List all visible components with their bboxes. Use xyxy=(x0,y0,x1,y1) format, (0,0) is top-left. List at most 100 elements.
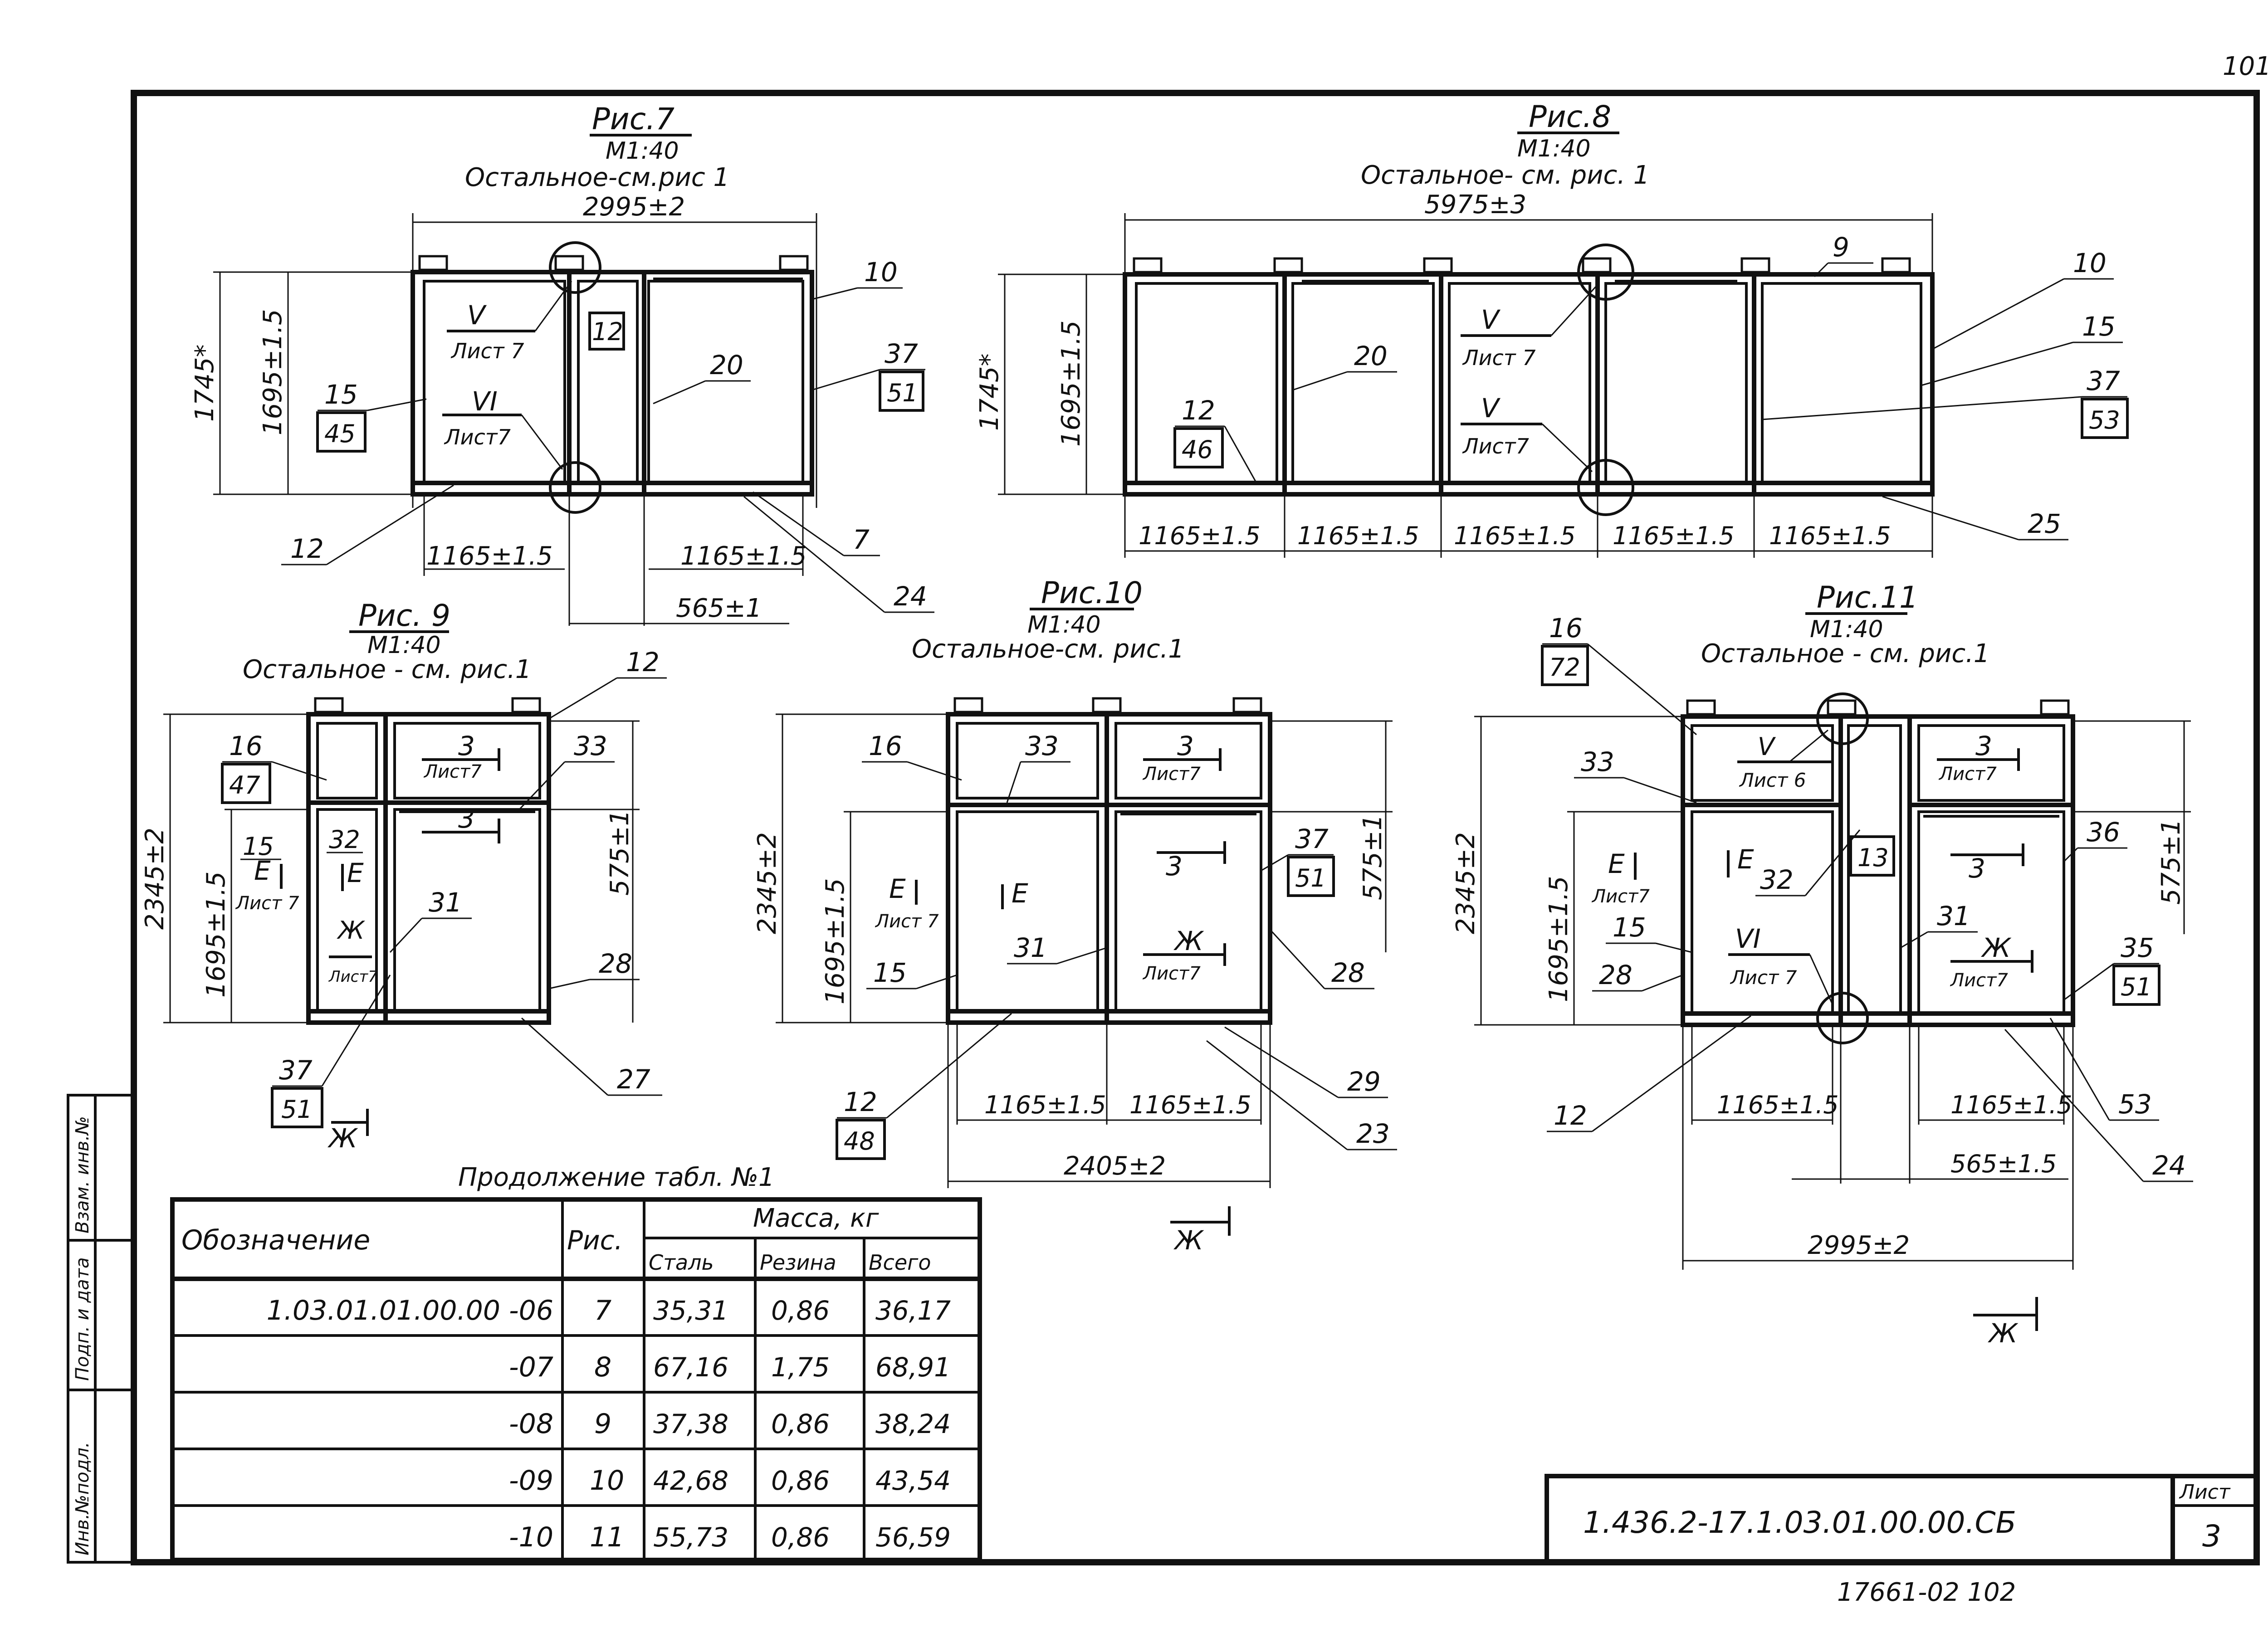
fig8-bay-5: 1165±1.5 xyxy=(1769,522,1891,550)
fig7-label-15: 15 xyxy=(324,379,358,410)
cell-rubber: 1,75 xyxy=(771,1352,830,1383)
fig7-note: Остальное-см.рис 1 xyxy=(465,163,729,192)
fig9-scale: М1:40 xyxy=(367,632,441,659)
fig9-label-28: 28 xyxy=(599,948,632,979)
title-block: 1.436.2-17.1.03.01.00.00.СБ Лист 3 17661… xyxy=(1545,1474,2259,1607)
fig11-label-32: 32 xyxy=(1760,864,1794,895)
fig10-label-28: 28 xyxy=(1331,957,1365,988)
figure-8: Рис.8 М1:40 Остальное- см. рис. 1 5975±3 xyxy=(975,99,2129,558)
fig8-bay-4: 1165±1.5 xyxy=(1613,522,1735,550)
fig11-label-35: 35 xyxy=(2121,932,2154,963)
th-steel: Сталь xyxy=(649,1250,714,1275)
table-row: -09 10 42,68 0,86 43,54 xyxy=(509,1465,951,1496)
fig11-label-53: 53 xyxy=(2118,1089,2152,1120)
fig11-label-33: 33 xyxy=(1581,746,1614,777)
cell-fig: 9 xyxy=(594,1408,611,1440)
fig9-label-15: 15 xyxy=(243,832,274,861)
fig10-dim-upper: 575±1 xyxy=(1358,814,1388,900)
archive-number: 17661-02 102 xyxy=(1837,1578,2016,1607)
fig10-label-23: 23 xyxy=(1356,1118,1390,1149)
table-caption: Продолжение табл. №1 xyxy=(458,1163,775,1192)
fig10-note: Остальное-см. рис.1 xyxy=(912,634,1184,664)
fig9-label-33: 33 xyxy=(574,731,607,761)
fig11-section-3b: 3 xyxy=(1969,853,1985,884)
cell-designation: 1.03.01.01.00.00 -06 xyxy=(267,1295,553,1326)
fig10-section-3a-ref: Лист7 xyxy=(1142,764,1201,785)
fig9-section-e1-num: Е xyxy=(254,855,271,886)
fig9-label-37: 37 xyxy=(279,1055,313,1086)
fig10-label-12: 12 xyxy=(844,1087,877,1117)
fig10-dim-width: 2405±2 xyxy=(1064,1151,1166,1181)
th-fig: Рис. xyxy=(567,1225,623,1256)
fig7-label-12a: 12 xyxy=(592,317,623,346)
drawing-frame xyxy=(131,90,2260,1565)
fig7-callout-upper-num: V xyxy=(467,300,487,331)
cell-designation: -09 xyxy=(509,1465,553,1496)
fig7-label-24: 24 xyxy=(894,581,927,612)
side-stamp: Инв.№подл. Подп. и дата Взам. инв.№ xyxy=(67,1094,135,1564)
fig9-title: Рис. 9 xyxy=(358,598,450,633)
fig7-dim-width: 2995±2 xyxy=(583,192,685,222)
cell-rubber: 0,86 xyxy=(771,1522,830,1553)
fig11-scale: М1:40 xyxy=(1810,616,1883,643)
stamp-inv-label: Инв.№подл. xyxy=(72,1442,93,1555)
fig9-label-32: 32 xyxy=(329,825,360,854)
fig7-callout-lower-num: VI xyxy=(472,386,498,417)
fig9-label-51: 51 xyxy=(281,1095,313,1124)
fig8-label-37: 37 xyxy=(2087,366,2120,396)
fig9-note: Остальное - см. рис.1 xyxy=(243,655,532,684)
cell-steel: 37,38 xyxy=(653,1409,728,1439)
fig11-callout-upper-ref: Лист 6 xyxy=(1739,769,1806,791)
cell-steel: 42,68 xyxy=(653,1465,728,1496)
fig11-section-3a-num: 3 xyxy=(1975,731,1992,761)
fig7-title: Рис.7 xyxy=(592,102,675,136)
fig11-section-e1-num: Е xyxy=(1608,848,1625,879)
fig11-note: Остальное - см. рис.1 xyxy=(1701,639,1990,668)
fig11-dim-width: 2995±2 xyxy=(1808,1231,1910,1260)
fig10-section-3a-num: 3 xyxy=(1177,731,1194,761)
fig11-label-12: 12 xyxy=(1554,1100,1587,1131)
fig8-dim-width: 5975±3 xyxy=(1424,190,1526,219)
fig11-section-3a-ref: Лист7 xyxy=(1938,764,1997,785)
fig9-section-3-ref: Лист7 xyxy=(423,761,482,782)
fig10-label-15: 15 xyxy=(873,957,907,988)
fig7-label-7: 7 xyxy=(853,524,870,555)
figure-9: Рис. 9 М1:40 Остальное - см. рис.1 2345±… xyxy=(140,598,667,1154)
fig9-section-e1-ref: Лист 7 xyxy=(235,893,299,914)
fig7-dim-height: 1695±1.5 xyxy=(258,309,288,436)
stamp-replace-label: Взам. инв.№ xyxy=(72,1116,93,1233)
fig8-title: Рис.8 xyxy=(1529,99,1611,134)
fig11-dim-gap: 565±1.5 xyxy=(1950,1150,2057,1178)
fig11-label-31: 31 xyxy=(1937,901,1970,931)
fig8-dim-height: 1695±1.5 xyxy=(1056,321,1086,447)
title-sheet-number: 3 xyxy=(2202,1519,2221,1554)
fig10-label-16: 16 xyxy=(869,731,902,761)
fig11-dim-upper: 575±1 xyxy=(2156,819,2186,905)
cell-steel: 35,31 xyxy=(653,1295,728,1326)
fig10-dim-height: 1695±1.5 xyxy=(821,878,850,1005)
fig8-label-46: 46 xyxy=(1182,435,1213,464)
cell-designation: -08 xyxy=(509,1408,553,1440)
fig7-label-10: 10 xyxy=(864,257,898,288)
fig9-section-zh-ref: Лист7 xyxy=(328,968,378,986)
fig11-label-28: 28 xyxy=(1599,960,1633,990)
fig9-section-3-num: 3 xyxy=(458,731,475,761)
fig11-callout-upper-num: V xyxy=(1758,732,1776,761)
figure-7: Рис.7 М1:40 Остальное-см.рис 1 2995±2 17… xyxy=(190,102,934,626)
fig7-dim-height-total: 1745* xyxy=(190,344,220,422)
cell-fig: 10 xyxy=(590,1465,624,1496)
fig8-dim-height-total: 1745* xyxy=(975,353,1004,431)
fig10-section-zh-ref: Лист7 xyxy=(1142,963,1201,984)
fig11-label-16: 16 xyxy=(1549,613,1583,643)
fig10-label-33: 33 xyxy=(1025,731,1059,761)
cell-designation: -10 xyxy=(509,1521,553,1553)
fig9-dim-height-total: 2345±2 xyxy=(140,828,170,930)
fig11-section-zh-num: Ж xyxy=(1981,932,2012,963)
fig8-label-12: 12 xyxy=(1182,395,1215,426)
fig9-label-47: 47 xyxy=(229,771,260,799)
fig9-label-12: 12 xyxy=(626,647,660,678)
cell-total: 36,17 xyxy=(875,1295,951,1326)
fig8-callout-lower-ref: Лист7 xyxy=(1462,434,1529,458)
fig10-title: Рис.10 xyxy=(1041,575,1143,610)
fig11-view-arrow: Ж xyxy=(1988,1318,2019,1349)
